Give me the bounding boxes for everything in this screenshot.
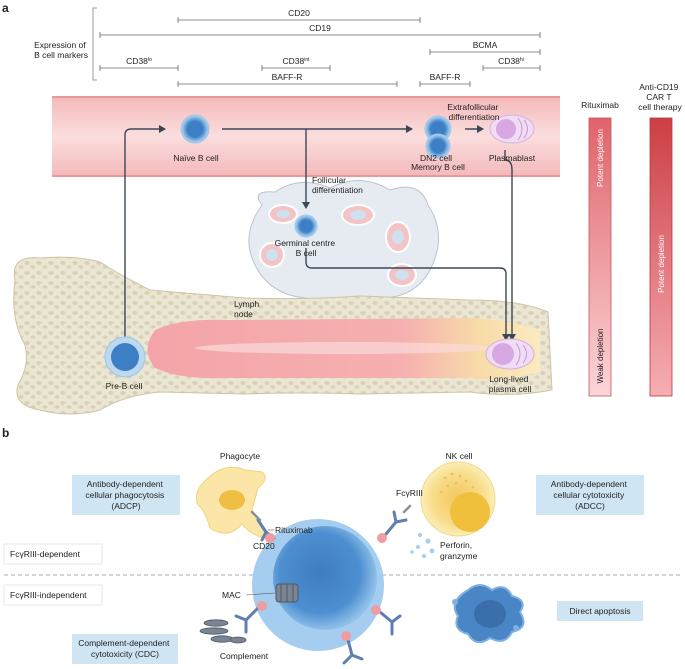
label-llpc: Long-lived plasma cell (489, 374, 532, 394)
label-rituximab-b: Rituximab (275, 525, 313, 535)
adcp-label: Antibody-dependent cellular phagocytosis… (85, 479, 166, 511)
markers-bracket (92, 7, 97, 81)
marker-cd38lo: CD38lo (126, 56, 152, 66)
panel-a-label: a (2, 1, 9, 15)
label-pre-b: Pre-B cell (106, 381, 143, 391)
label-nk-cell: NK cell (446, 451, 473, 461)
arrows (124, 125, 516, 341)
long-lived-plasma-cell (485, 338, 535, 370)
adcc-box (536, 475, 644, 515)
label-follicular: Follicular differentiation (312, 175, 363, 195)
car-t-bar (649, 117, 673, 397)
fc-receptors (250, 504, 412, 522)
bone (13, 256, 553, 415)
label-mac: MAC (222, 590, 241, 600)
label-phagocyte: Phagocyte (220, 451, 260, 461)
label-complement: Complement (220, 651, 269, 661)
label-germinal: Germinal centre B cell (275, 238, 338, 258)
mac-pointer (245, 592, 276, 596)
marker-cd38int: CD38int (282, 56, 310, 66)
pre-b-cell (104, 336, 146, 378)
rituximab-bar (588, 117, 612, 397)
label-plasmablast: Plasmablast (489, 153, 536, 163)
cdc-label: Complement-dependent cytotoxicity (CDC) (78, 638, 172, 659)
cd20-receptors (257, 533, 387, 641)
markers-title: Expression of B cell markers (34, 40, 88, 60)
adcp-box (72, 475, 180, 515)
fcr-independent-box (3, 584, 103, 606)
marker-baffr-1: BAFF-R (272, 72, 303, 82)
apoptosis-label: Direct apoptosis (570, 606, 631, 616)
label-memory: Memory B cell (411, 162, 465, 172)
label-naive: Naïve B cell (173, 153, 218, 163)
fcr-independent-label: FcγRIII-independent (10, 590, 87, 600)
label-fcgriii: FcγRIII (396, 488, 423, 498)
marker-cd20: CD20 (288, 8, 310, 18)
fcr-dependent-label: FcγRIII-dependent (10, 549, 81, 559)
nk-cell (420, 461, 496, 537)
label-lymph-node: Lymph node (234, 299, 262, 319)
marker-bcma: BCMA (473, 40, 498, 50)
apoptosis-box (557, 601, 643, 621)
marker-cd38hi: CD38hi (498, 56, 524, 66)
fcr-dependent-box (3, 543, 103, 565)
label-potent-1: Potent depletion (596, 129, 605, 187)
target-b-cell (252, 519, 384, 651)
label-cd20-b: CD20 (253, 541, 275, 551)
marker-ranges (99, 17, 541, 87)
naive-b-cell (180, 114, 210, 144)
label-weak: Weak depletion (596, 329, 605, 384)
label-dn2: DN2 cell (420, 153, 452, 163)
lymph-node (248, 179, 439, 331)
complement-proteins (199, 619, 247, 644)
label-potent-2: Potent depletion (657, 235, 666, 293)
cdc-box (72, 634, 178, 664)
label-rituximab: Rituximab (581, 100, 619, 110)
label-perforin: Perforin, granzyme (440, 540, 478, 561)
perforin-granules (410, 532, 435, 558)
marker-baffr-2: BAFF-R (430, 72, 461, 82)
memory-b-cell (425, 133, 451, 159)
mac-complex (275, 583, 299, 603)
panel-b-label: b (2, 426, 9, 440)
germinal-centre-b-cell (294, 214, 318, 238)
adcc-label: Antibody-dependent cellular cytotoxicity… (551, 479, 629, 511)
label-extrafollicular: Extrafollicular differentiation (447, 102, 500, 122)
label-car-t: Anti-CD19 CAR T cell therapy (638, 82, 682, 112)
marker-cd19: CD19 (309, 23, 331, 33)
phagocyte (195, 466, 272, 541)
plasmablast (489, 114, 535, 144)
apoptotic-cell (452, 584, 525, 644)
